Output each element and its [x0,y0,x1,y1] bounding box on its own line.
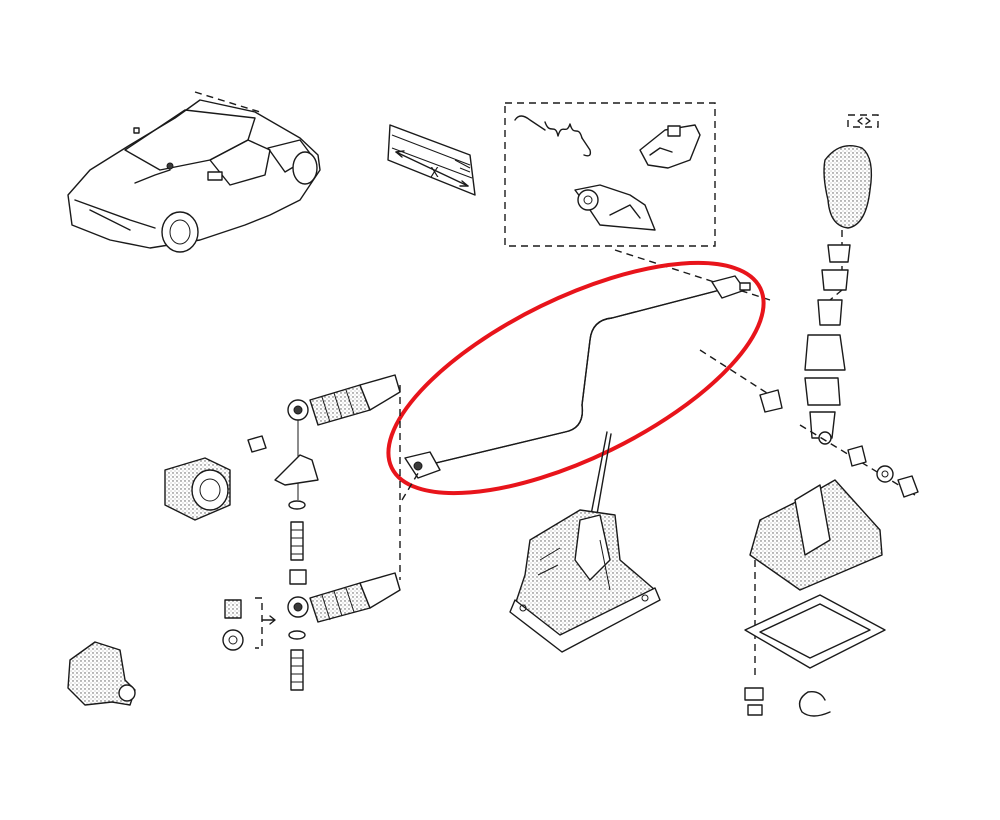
circlip [798,690,831,717]
dimension-label: X [430,166,439,181]
spring-bracket-kit [504,102,716,247]
return-spring [514,115,546,131]
bolt-lower [290,649,304,691]
pivot-bush [759,389,783,413]
small-bush [247,435,267,453]
highlight-circle [386,260,766,496]
nut-upper [289,569,307,585]
gear-knob-assembly [699,114,919,717]
dimension-x-gauge: X [387,124,476,196]
bolt-upper [290,521,304,561]
upper-rod-sleeve [309,384,371,426]
rod-end-eye [404,451,441,479]
gear-knob [823,145,873,229]
left-linkage-assembly [67,374,421,706]
washer-nut [222,629,244,651]
rubber-grommet [164,457,231,521]
gear-lever-base [509,431,661,653]
car-overview-illustration [67,99,321,253]
lower-rod-sleeve [309,582,371,623]
spacer [224,599,242,619]
linkage-clip [274,454,319,486]
gear-linkage-rod [404,275,751,479]
housing-gasket [744,594,886,669]
housing-nut [744,687,764,701]
kit-leader-line [614,249,771,301]
